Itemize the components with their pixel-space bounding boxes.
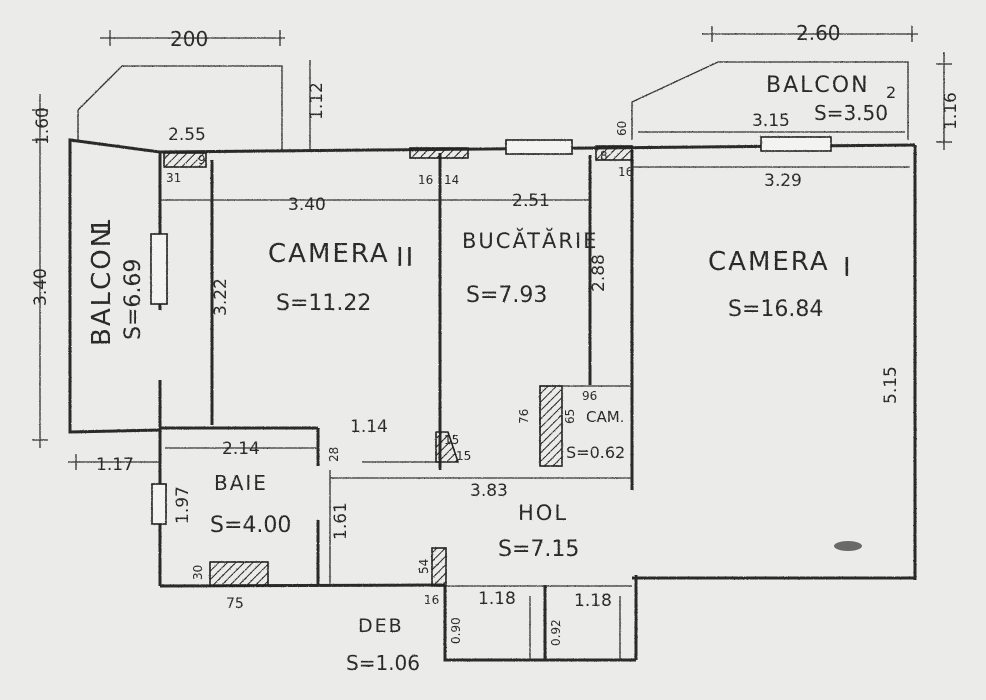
dim-60: 60 bbox=[615, 121, 629, 136]
window-balcon1 bbox=[150, 233, 168, 305]
dimension-labels: 200 2.60 2.55 1.12 1.60 60 1.16 3.15 3.2… bbox=[31, 21, 961, 646]
dim-14: 14 bbox=[444, 173, 459, 187]
room-name: DEB bbox=[358, 615, 404, 637]
ducts bbox=[163, 145, 633, 587]
dim-214: 2.14 bbox=[222, 439, 260, 459]
dim-16-top: 16 bbox=[418, 173, 433, 187]
dim-329: 3.29 bbox=[764, 171, 802, 191]
dim-116: 1.16 bbox=[941, 92, 961, 130]
dim-197: 1.97 bbox=[173, 486, 193, 524]
room-bucatarie: BUCĂTĂRIE S=7.93 bbox=[462, 227, 598, 308]
room-area: S=6.69 bbox=[121, 259, 146, 340]
dim-15b: 15 bbox=[456, 449, 471, 463]
dim-114: 1.14 bbox=[350, 417, 388, 437]
room-baie: BAIE S=4.00 bbox=[210, 471, 291, 538]
dim-117: 1.17 bbox=[96, 455, 134, 475]
window-bucatarie bbox=[505, 139, 573, 155]
room-hol: HOL S=7.15 bbox=[498, 501, 579, 562]
dim-16-deb: 16 bbox=[424, 593, 439, 607]
dim-31: 31 bbox=[166, 171, 181, 185]
dim-315: 3.15 bbox=[752, 111, 790, 131]
room-numeral: 1 bbox=[87, 215, 117, 234]
room-area: S=3.50 bbox=[814, 101, 888, 125]
dim-092: 0.92 bbox=[549, 619, 563, 646]
room-name: BALCON bbox=[766, 73, 870, 98]
dim-30: 30 bbox=[191, 565, 205, 580]
dim-54: 54 bbox=[417, 559, 431, 574]
dim-340-left: 3.40 bbox=[31, 268, 51, 306]
dim-255: 2.55 bbox=[168, 125, 206, 145]
room-area: S=1.06 bbox=[346, 651, 420, 675]
room-name: CAM. bbox=[586, 408, 624, 426]
room-area: S=0.62 bbox=[566, 443, 625, 462]
room-labels: CAMERA II S=11.22 BUCĂTĂRIE S=7.93 CAMER… bbox=[87, 73, 896, 675]
dimension-lines bbox=[32, 26, 952, 660]
dim-16-right: 16 bbox=[618, 165, 633, 179]
room-balcon-2: BALCON 2 S=3.50 bbox=[766, 73, 896, 125]
dim-top-left: 200 bbox=[170, 27, 208, 51]
room-area: S=7.93 bbox=[466, 283, 547, 308]
dim-515: 5.15 bbox=[881, 366, 901, 404]
dim-top-right: 2.60 bbox=[796, 21, 841, 45]
windows bbox=[150, 136, 832, 525]
dim-76: 76 bbox=[517, 409, 531, 424]
dim-75: 75 bbox=[226, 596, 244, 612]
room-numeral: 2 bbox=[886, 83, 896, 102]
room-area: S=16.84 bbox=[728, 297, 823, 322]
window-baie bbox=[151, 483, 167, 525]
window-camera1 bbox=[760, 136, 832, 152]
room-name: HOL bbox=[518, 501, 568, 525]
dim-112: 1.12 bbox=[307, 82, 327, 120]
dim-15a: 15 bbox=[444, 433, 459, 447]
dim-118-deb: 1.18 bbox=[478, 589, 516, 609]
dim-383: 3.83 bbox=[470, 481, 508, 501]
room-numeral: II bbox=[396, 243, 415, 273]
room-balcon-1: BALCON 1 S=6.69 bbox=[87, 215, 146, 346]
room-area: S=11.22 bbox=[276, 291, 371, 316]
dim-090: 0.90 bbox=[449, 617, 463, 644]
dim-28: 28 bbox=[327, 447, 341, 462]
room-name: BUCĂTĂRIE bbox=[462, 227, 598, 253]
stain-mark bbox=[834, 541, 862, 551]
dim-118-right: 1.18 bbox=[574, 591, 612, 611]
room-name: CAMERA bbox=[708, 247, 830, 277]
room-camera-1: CAMERA I S=16.84 bbox=[708, 247, 853, 322]
dim-322: 3.22 bbox=[211, 278, 231, 316]
room-name: BAIE bbox=[214, 471, 268, 495]
room-cam: CAM. S=0.62 bbox=[566, 408, 625, 462]
dim-340-top: 3.40 bbox=[288, 195, 326, 215]
room-area: S=7.15 bbox=[498, 537, 579, 562]
dim-8: 8 bbox=[600, 149, 608, 163]
dim-160: 1.60 bbox=[33, 107, 53, 145]
dim-251: 2.51 bbox=[512, 191, 550, 211]
dim-288: 2.88 bbox=[589, 254, 609, 292]
room-area: S=4.00 bbox=[210, 513, 291, 538]
room-deb: DEB S=1.06 bbox=[346, 615, 420, 675]
dim-161: 1.61 bbox=[331, 502, 351, 540]
room-numeral: I bbox=[843, 253, 853, 283]
room-name: BALCON bbox=[87, 226, 117, 346]
dim-65: 65 bbox=[563, 409, 577, 424]
dim-9: 9 bbox=[198, 153, 206, 167]
room-camera-2: CAMERA II S=11.22 bbox=[268, 239, 415, 316]
room-name: CAMERA bbox=[268, 239, 390, 269]
walls bbox=[68, 61, 917, 662]
dim-96: 96 bbox=[582, 389, 597, 403]
